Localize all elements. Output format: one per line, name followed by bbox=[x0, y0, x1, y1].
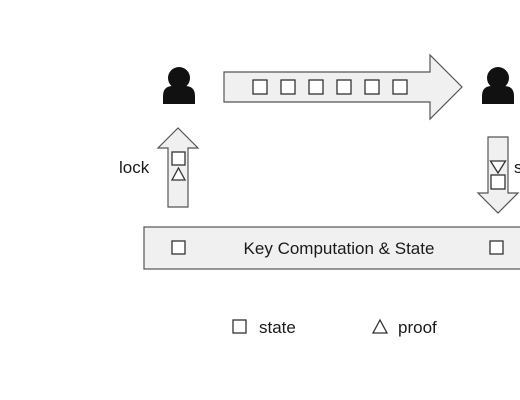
arrow-state-icon bbox=[336, 79, 352, 95]
arrow-state-icon bbox=[308, 79, 324, 95]
user-left-icon bbox=[163, 67, 195, 104]
legend-proof-label: proof bbox=[398, 318, 437, 337]
arrow-state-icon bbox=[252, 79, 268, 95]
lock-state-icon bbox=[171, 151, 186, 166]
panel-left-state-icon bbox=[171, 240, 186, 255]
arrow-state-icon bbox=[392, 79, 408, 95]
legend-state-icon bbox=[232, 319, 247, 334]
right-proof-icon bbox=[489, 160, 507, 175]
legend-state-label: state bbox=[259, 318, 296, 337]
legend: state proof bbox=[232, 318, 437, 337]
right-state-icon bbox=[490, 174, 506, 190]
lock-arrow bbox=[156, 127, 200, 208]
legend-proof-icon bbox=[371, 318, 389, 334]
panel-label: Key Computation & State bbox=[244, 239, 435, 258]
arrow-state-boxes bbox=[252, 79, 408, 95]
key-computation-panel bbox=[143, 226, 520, 270]
lock-proof-icon bbox=[170, 166, 187, 181]
arrow-state-icon bbox=[280, 79, 296, 95]
user-right-icon bbox=[482, 67, 514, 104]
panel-right-state-icon bbox=[489, 240, 504, 255]
right-arrow-label: s bbox=[514, 158, 520, 177]
arrow-state-icon bbox=[364, 79, 380, 95]
left-arrow-label: lock bbox=[119, 158, 150, 177]
